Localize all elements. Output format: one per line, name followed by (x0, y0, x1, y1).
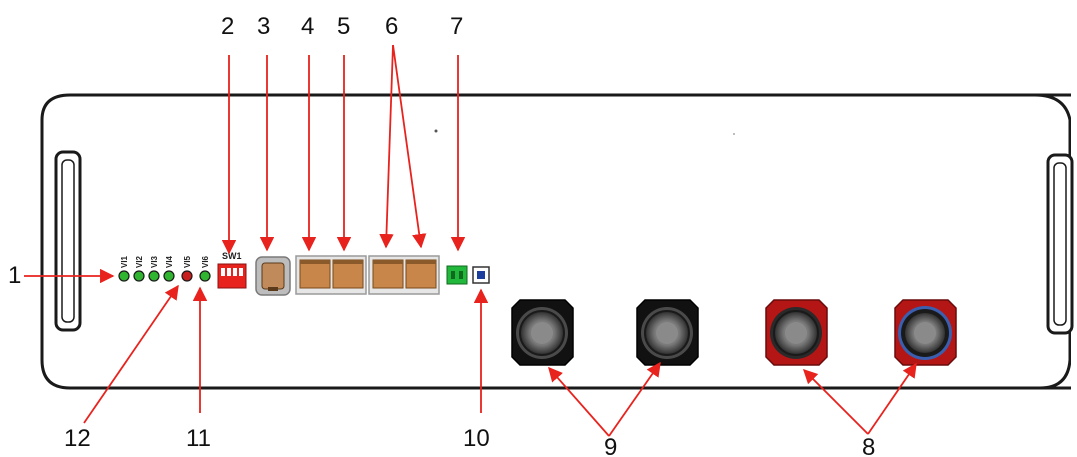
negative-terminal-1 (511, 299, 574, 366)
rj45-port-pair-6 (368, 255, 440, 295)
rj45-port-pair-4-5 (295, 255, 367, 295)
callout-2: 2 (221, 13, 234, 40)
callout-1: 1 (8, 262, 21, 289)
chassis-right-mask (1071, 90, 1077, 395)
arrow-9b (608, 361, 661, 437)
dip-switch-toggle (233, 268, 237, 276)
panel-dot-mark (733, 133, 735, 135)
right-handle-slot (1053, 162, 1067, 326)
led-group: VI1 VI2 VI3 VI4 VI5 VI6 (118, 255, 211, 282)
arrow-8b (867, 362, 917, 435)
dip-switch-toggle (221, 268, 225, 276)
left-handle (54, 150, 82, 332)
rj45-port-6b (405, 259, 437, 289)
led-vi4 (163, 270, 175, 282)
positive-terminal-1 (765, 299, 828, 366)
rj11-port (255, 256, 291, 296)
callout-arrows (24, 44, 917, 437)
led-vi1 (118, 270, 130, 282)
arrow-12 (83, 284, 179, 424)
led-label-vi5: VI5 (183, 255, 192, 268)
callout-3: 3 (257, 13, 270, 40)
led-label-vi2: VI2 (135, 255, 144, 268)
callout-8: 8 (862, 434, 875, 457)
led-label-vi6: VI6 (201, 255, 210, 268)
arrow-6a (379, 44, 394, 249)
callout-4: 4 (301, 13, 314, 40)
dip-switch-sw1: SW1 (217, 251, 247, 289)
rj45-port-5 (332, 259, 364, 289)
green-terminal-block (446, 265, 468, 285)
arrow-6b (392, 44, 427, 249)
panel-dot-mark (434, 129, 438, 133)
positive-terminal-2 (894, 299, 957, 366)
led-vi2 (133, 270, 145, 282)
right-handle (1046, 153, 1074, 335)
led-vi3 (148, 270, 160, 282)
callout-7: 7 (450, 13, 463, 40)
led-label-vi1: VI1 (120, 255, 129, 268)
callout-9: 9 (604, 434, 617, 457)
led-label-vi3: VI3 (150, 255, 159, 268)
arrow-8a (802, 368, 869, 435)
rj45-port-4 (299, 259, 331, 289)
callout-5: 5 (337, 13, 350, 40)
dip-switch-toggle (227, 268, 231, 276)
rj45-port-6a (372, 259, 404, 289)
led-vi5 (181, 270, 193, 282)
reset-button (472, 266, 490, 284)
callout-11: 11 (186, 425, 211, 452)
callout-10: 10 (463, 425, 490, 452)
dip-switch-label: SW1 (222, 251, 242, 261)
led-vi6 (199, 270, 211, 282)
dip-switch-toggle (239, 268, 243, 276)
arrow-9a (548, 366, 610, 437)
callout-12: 12 (64, 425, 91, 452)
led-label-vi4: VI4 (165, 255, 174, 268)
callout-6: 6 (385, 13, 398, 40)
negative-terminal-2 (636, 299, 699, 366)
left-handle-slot (61, 159, 75, 323)
